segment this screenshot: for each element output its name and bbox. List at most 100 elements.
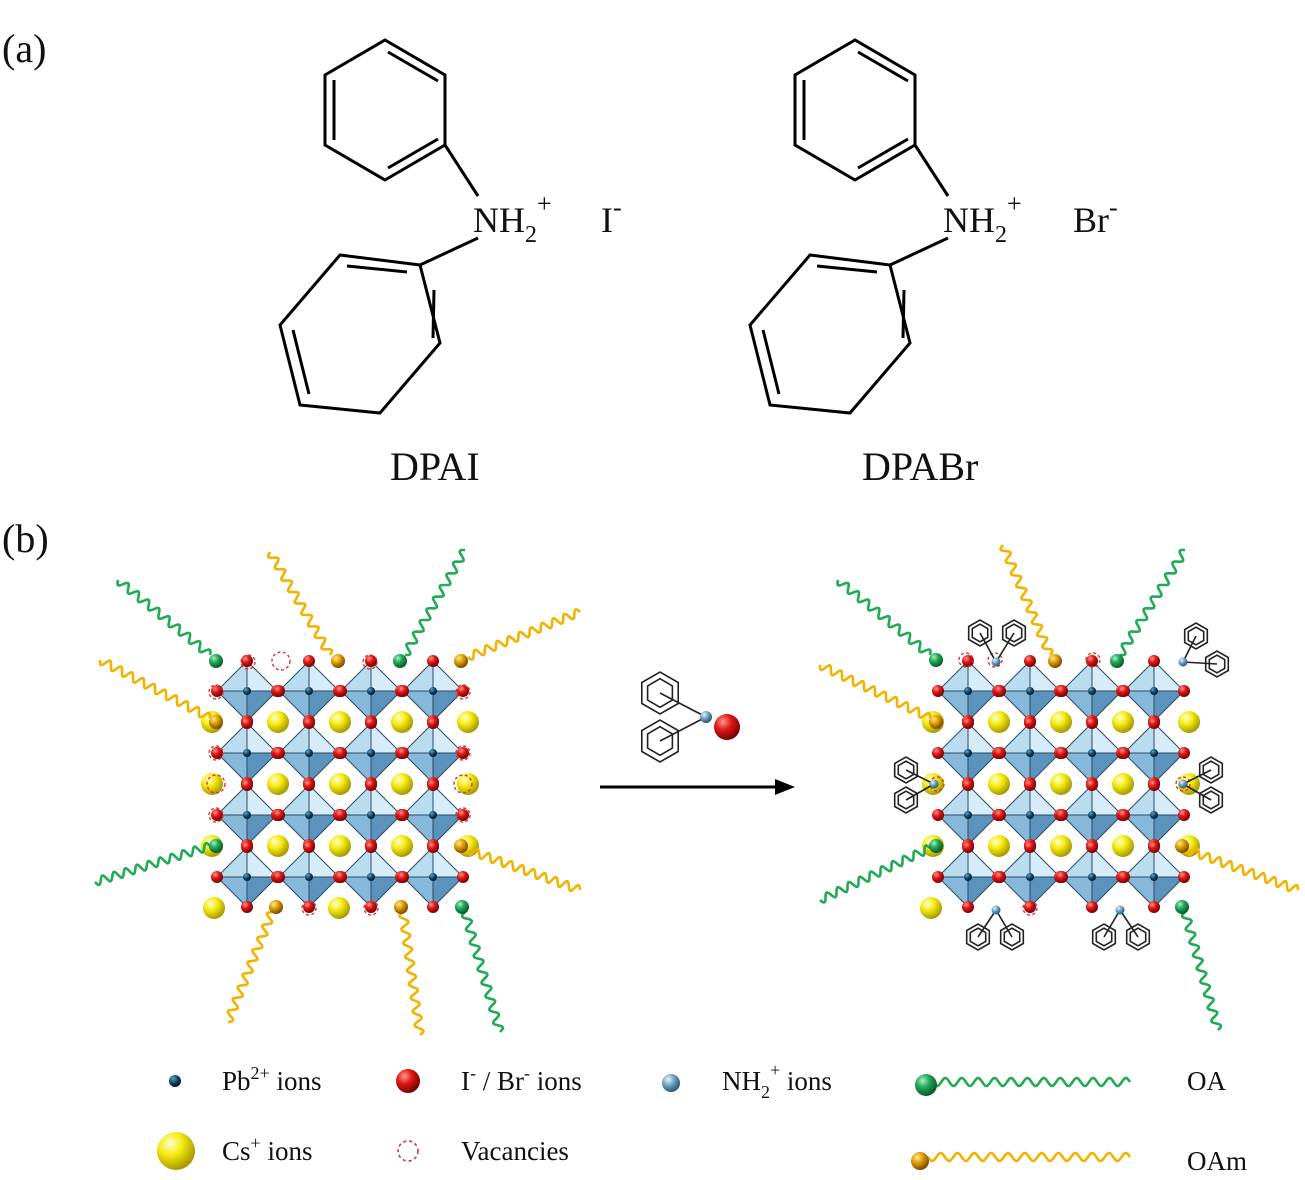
- halide-ion: [932, 871, 944, 883]
- halide-ion: [1086, 841, 1098, 853]
- oa-head: [209, 839, 223, 853]
- pb-ion: [964, 749, 972, 757]
- dpabr-cation-label: NH2+: [943, 189, 1022, 248]
- pb-ion: [1026, 749, 1034, 757]
- dpabr-name: DPABr: [862, 444, 978, 489]
- phenyl-ring: [893, 756, 919, 784]
- octahedron-face: [432, 814, 465, 847]
- oam-head: [1048, 654, 1062, 668]
- cs-ion: [267, 711, 289, 733]
- halide-ion: [241, 717, 253, 729]
- dpa-bond: [995, 909, 1013, 938]
- octahedron-face: [1122, 876, 1155, 909]
- octahedron-face: [1153, 659, 1186, 692]
- pb-ion: [1088, 749, 1096, 757]
- octahedron-face: [1029, 752, 1062, 785]
- panel-a-label: (a): [2, 26, 46, 71]
- halide-ion: [962, 841, 974, 853]
- oam-head: [209, 715, 223, 729]
- phenyl-ring: [1125, 923, 1151, 951]
- phenyl-ring-inner: [1095, 927, 1113, 947]
- legend-vacancy-marker: [397, 1140, 419, 1162]
- octahedron-face: [1091, 876, 1124, 909]
- oa-chain: [1119, 548, 1186, 657]
- halide-ion: [714, 714, 740, 740]
- dpa-bond: [977, 909, 997, 938]
- phenyl-ring: [967, 619, 993, 647]
- vacancy: [958, 652, 974, 668]
- phenyl-ring-inner: [1208, 654, 1226, 674]
- oam-chain: [999, 544, 1054, 656]
- dpai-anion-label: I-: [601, 193, 622, 240]
- halide-ion: [273, 871, 285, 883]
- octahedron-face: [1029, 814, 1062, 847]
- legend-oa: OA: [915, 1066, 1226, 1096]
- legend-pb: Pb2+ ions: [169, 1063, 321, 1096]
- oam-chain: [226, 910, 274, 1024]
- dpai-upper-phenyl-ring: [323, 38, 447, 182]
- vacancy: [453, 774, 473, 794]
- halide-ion: [962, 655, 974, 667]
- svg-text:I- / Br- ions: I- / Br- ions: [461, 1063, 582, 1096]
- halide-ion: [1024, 841, 1036, 853]
- panel-b-label: (b): [2, 516, 49, 561]
- halide-ion: [1086, 779, 1098, 791]
- legend-nh2: NH2+ ions: [662, 1060, 832, 1102]
- dpabr-anion-label: Br-: [1073, 193, 1118, 240]
- svg-text:Vacancies: Vacancies: [461, 1136, 569, 1166]
- octahedron-face: [1060, 659, 1093, 692]
- phenyl-ring-inner: [1202, 760, 1220, 780]
- legend-pb-marker: [169, 1075, 181, 1087]
- phenyl-ring: [1204, 650, 1230, 678]
- octahedron-face: [432, 752, 465, 785]
- halide-ion: [962, 779, 974, 791]
- nh2-ion: [1178, 657, 1188, 667]
- halide-ion: [273, 747, 285, 759]
- cs-ion: [203, 897, 225, 919]
- nh2-ion: [1178, 779, 1188, 789]
- octahedron-face: [1060, 876, 1093, 909]
- svg-text:Cs+ ions: Cs+ ions: [222, 1133, 312, 1166]
- phenyl-ring-inner: [1129, 927, 1147, 947]
- dpa-bond: [659, 716, 707, 742]
- cs-ion: [1050, 773, 1072, 795]
- pb-ion: [429, 687, 437, 695]
- octahedron-face: [308, 814, 341, 847]
- halide-ion: [1148, 841, 1160, 853]
- dpai-name: DPAI: [390, 444, 480, 489]
- cs-ion: [267, 773, 289, 795]
- halide-ion: [427, 901, 439, 913]
- oa-legend-chain: [931, 1076, 1132, 1088]
- octahedron-face: [308, 876, 341, 909]
- dpabr-structure: [748, 38, 950, 415]
- svg-text:NH2+ ions: NH2+ ions: [722, 1060, 832, 1102]
- halide-ion: [241, 841, 253, 853]
- octahedron-face: [1029, 690, 1062, 723]
- halide-ion: [365, 901, 377, 913]
- oa-chain: [460, 911, 505, 1033]
- cs-ion: [201, 773, 223, 795]
- vacancy: [1022, 900, 1038, 916]
- pb-ion: [964, 873, 972, 881]
- pb-ion: [964, 687, 972, 695]
- octahedron-face: [998, 659, 1031, 692]
- legend-cs: Cs+ ions: [157, 1132, 312, 1170]
- octahedron-face: [967, 690, 1000, 723]
- pb-ion: [429, 873, 437, 881]
- halide-ion: [1118, 809, 1130, 821]
- cs-ion: [1050, 711, 1072, 733]
- dpa-bond: [979, 632, 997, 663]
- halide-ion: [211, 685, 223, 697]
- vacancy: [987, 652, 1003, 668]
- legend-vacancies: Vacancies: [397, 1136, 569, 1166]
- vacancy: [929, 776, 945, 792]
- vacancy: [271, 651, 291, 671]
- pb-ion: [1088, 873, 1096, 881]
- legend-nh2-marker: [662, 1074, 680, 1092]
- halide-ion: [932, 809, 944, 821]
- oam-chain: [98, 659, 212, 719]
- halide-ion: [211, 871, 223, 883]
- pb-ion: [1150, 811, 1158, 819]
- dpa-bond: [1182, 783, 1212, 801]
- halide-ion: [211, 809, 223, 821]
